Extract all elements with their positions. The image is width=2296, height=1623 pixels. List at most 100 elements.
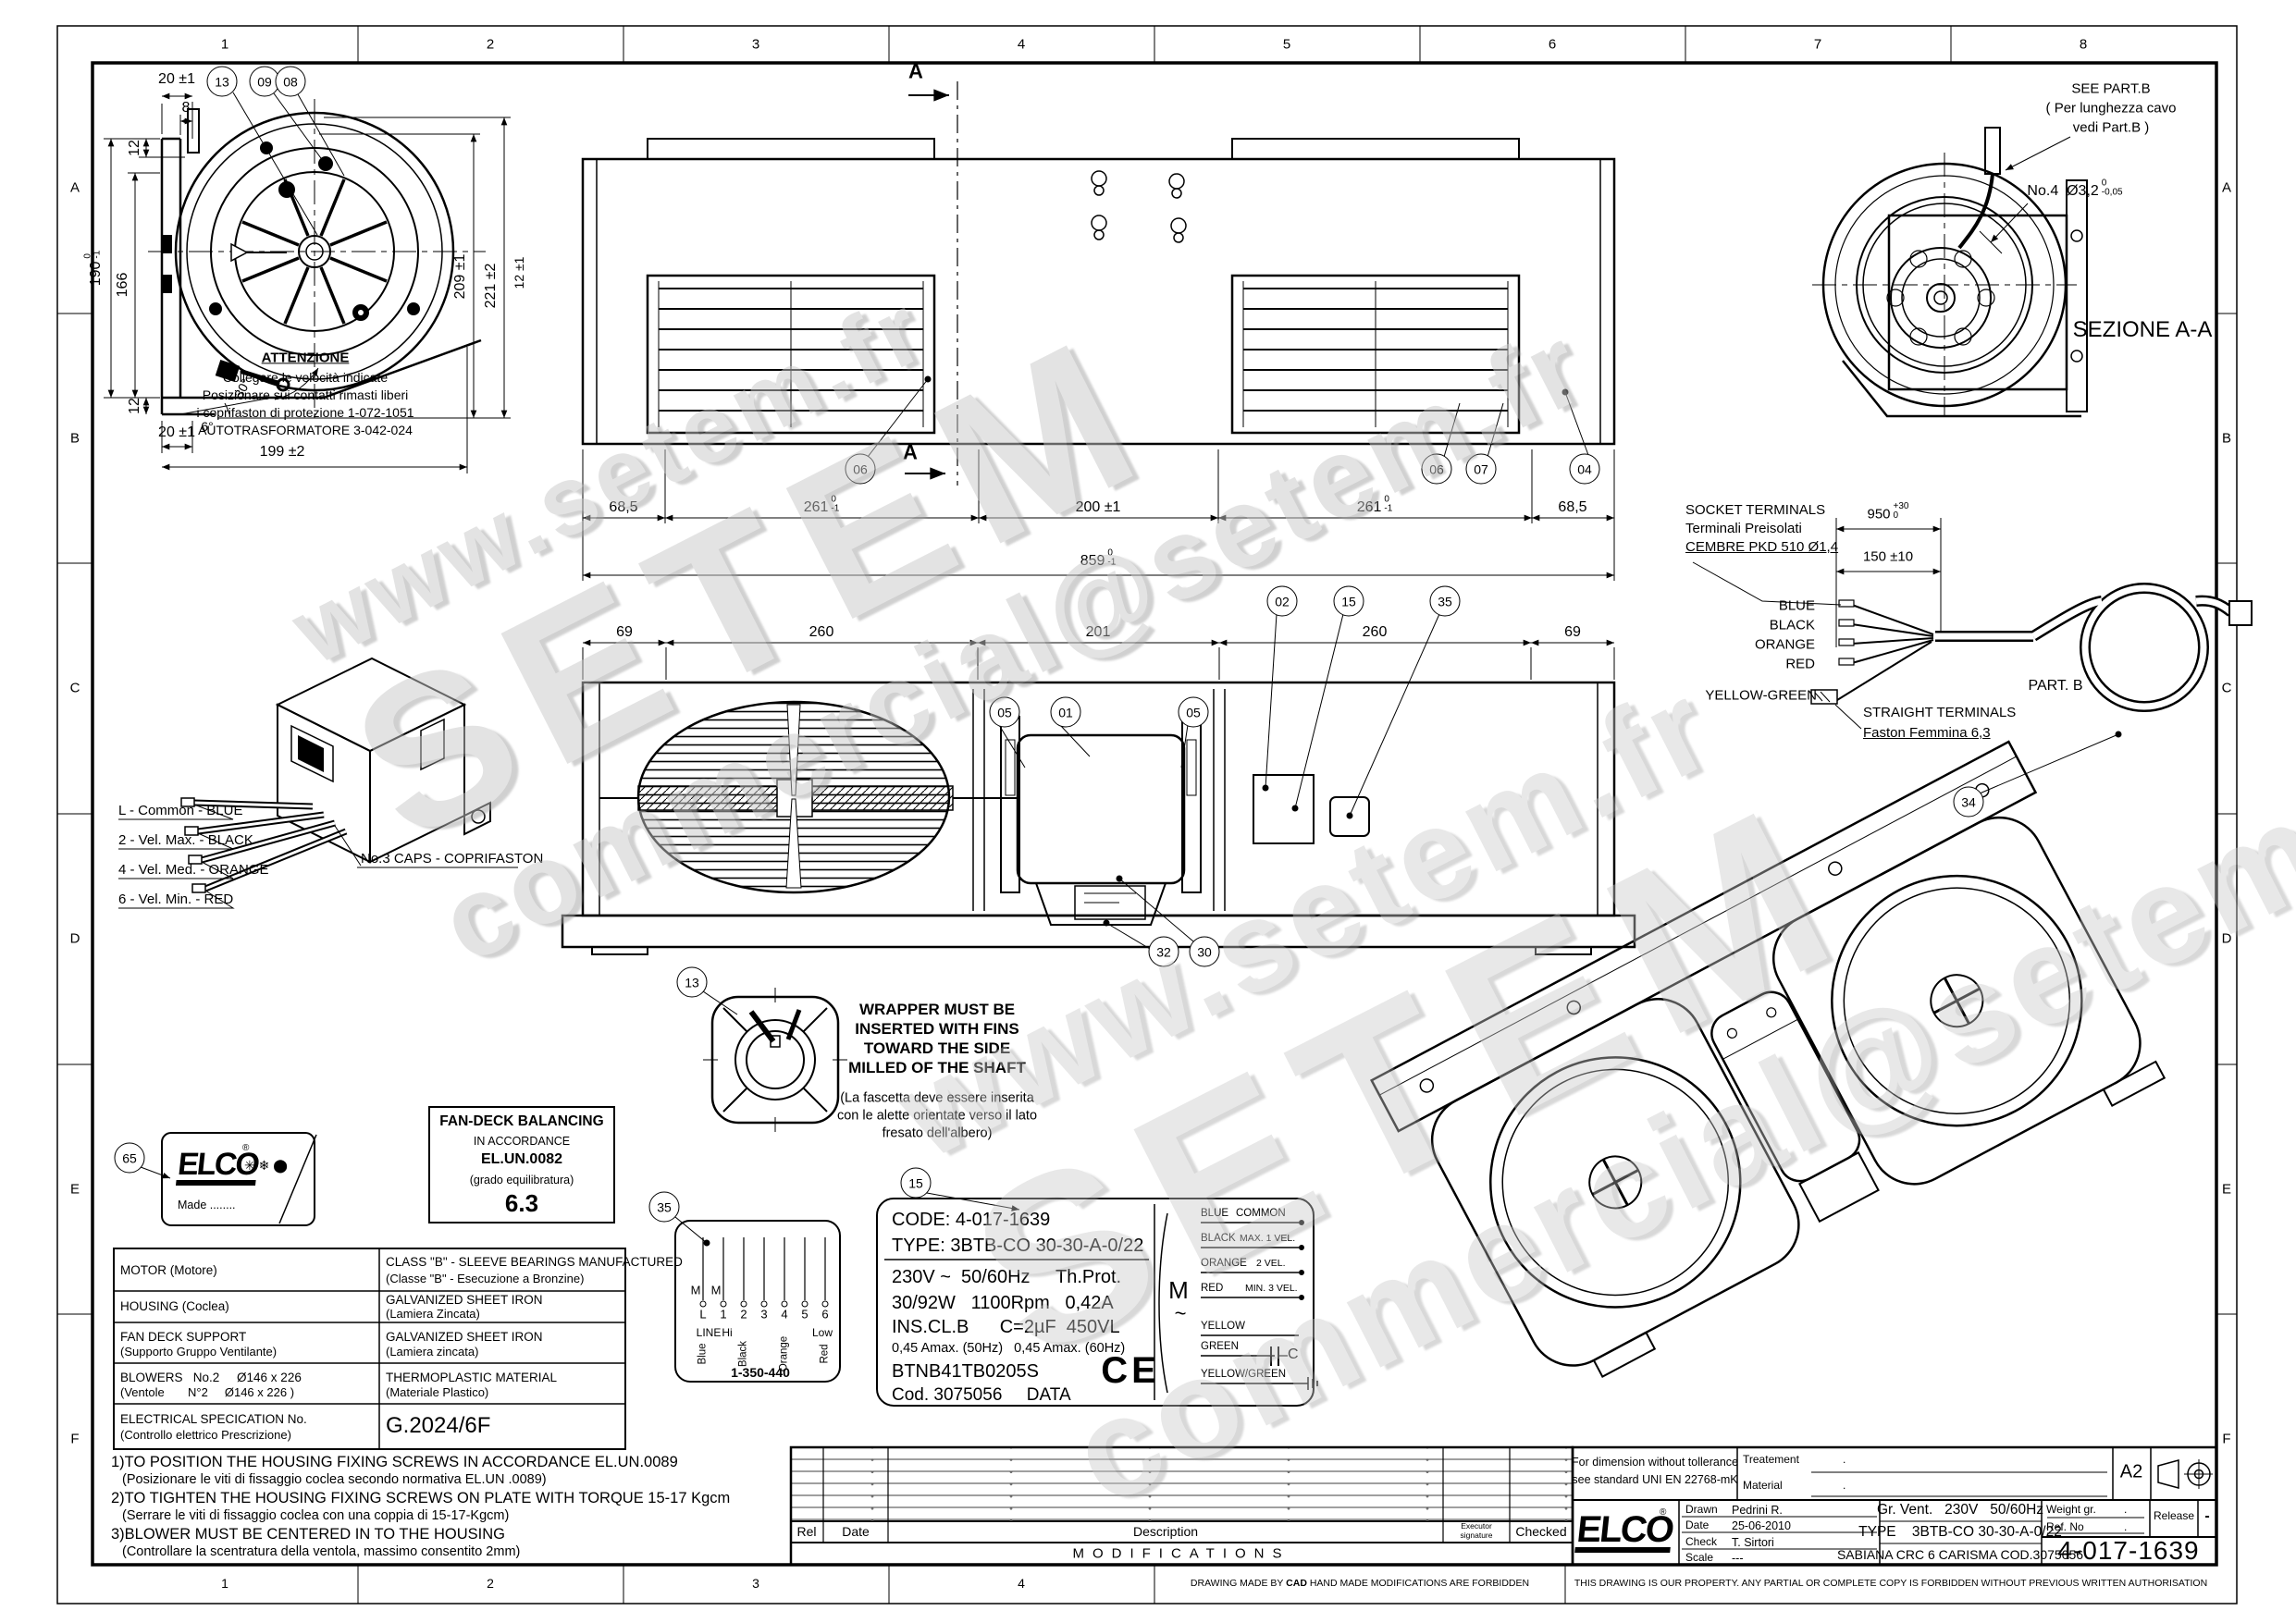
property-note: THIS DRAWING IS OUR PROPERTY. ANY PARTIA… [1574, 1577, 2208, 1589]
attenzione-line-2: Posizionare sui contatti rimasti liberi [202, 387, 409, 402]
spec-housing-r2: (Lamiera Zincata) [386, 1307, 480, 1321]
elco-label-reg: ® [242, 1143, 250, 1153]
balance-line-1: FAN-DECK BALANCING [439, 1113, 604, 1130]
spec-fandeck-r1: GALVANIZED SHEET IRON [386, 1330, 543, 1344]
zone-row-a-right: A [2221, 179, 2232, 196]
term-hi: Hi [722, 1326, 733, 1340]
wire-label-black: 2 - Vel. Max. - BLACK [118, 832, 253, 848]
tb-scale-label: Scale [1685, 1551, 1714, 1564]
ce-mark-icon: CE [1101, 1350, 1160, 1391]
zone-row-f: F [70, 1431, 80, 1447]
plate-row-5: BTNB41TB0205S [892, 1361, 1039, 1382]
term-5: 5 [801, 1307, 809, 1322]
plate-w5l: YELLOW [1201, 1321, 1245, 1332]
zone-col-4: 4 [1017, 36, 1026, 53]
dim-201: 201 [1085, 623, 1111, 640]
spec-electrical-l1: ELECTRICAL SPECICATION No. [120, 1412, 307, 1426]
plate-row-2: 30/92W 1100Rpm 0,42A [892, 1293, 1114, 1313]
zone-row-d-right: D [2221, 930, 2232, 947]
balloon-15-section: 15 [1333, 585, 1364, 617]
tb-ref-value: . [2124, 1520, 2128, 1533]
plate-w3r: 2 VEL. [1256, 1258, 1286, 1269]
tb-weight-value: . [2124, 1503, 2128, 1516]
caps-label: No.3 CAPS - COPRIFASTON [361, 851, 544, 867]
dim-6deg: 6° [201, 418, 214, 434]
balloon-02: 02 [1266, 585, 1298, 617]
spec-fandeck-r2: (Lamiera zincata) [386, 1345, 479, 1359]
note-3: 3)BLOWER MUST BE CENTERED IN TO THE HOUS… [111, 1526, 506, 1543]
plate-w6r: C [1288, 1346, 1299, 1362]
zone-row-c-right: C [2221, 680, 2232, 696]
modifications-empty-rows [794, 1448, 1571, 1521]
balloon-30: 30 [1189, 936, 1220, 967]
partb-title: PART. B [2028, 677, 2083, 694]
partb-wire-red: RED [1785, 656, 1815, 672]
housing-top-view [581, 81, 1616, 486]
ground-symbol-icon [1295, 1377, 1318, 1390]
balloon-35-label: 35 [648, 1191, 680, 1223]
wire-label-red: 6 - Vel. Min. - RED [118, 891, 234, 907]
plate-motor-m: M [1168, 1276, 1189, 1305]
code-plate-frame [876, 1192, 1318, 1407]
spec-housing-r1: GALVANIZED SHEET IRON [386, 1293, 543, 1307]
dim-12-lower: 12 [126, 398, 142, 414]
plate-w1l: BLUE [1201, 1208, 1229, 1219]
balloon-65: 65 [114, 1142, 145, 1174]
term-l: L [699, 1307, 707, 1322]
dim-199: 199 ±2 [259, 443, 305, 460]
tb-date-label: Date [1685, 1518, 1710, 1531]
attenzione-line-3: i coprifaston di protezione 1-072-1051 [196, 404, 414, 420]
tb-weight-label: Weight gr. [2046, 1503, 2096, 1516]
term-code: 1-350-440 [731, 1364, 790, 1380]
wrapper-note-1: WRAPPER MUST BE [858, 1001, 1016, 1019]
tb-material-value: . [1843, 1479, 1846, 1492]
mods-rel: Rel [796, 1523, 817, 1539]
see-partb-3: vedi Part.B ) [2072, 119, 2150, 136]
balloon-05-a: 05 [989, 696, 1020, 728]
see-partb-2: ( Per lunghezza cavo [2045, 100, 2177, 117]
zone-row-e: E [69, 1181, 80, 1198]
wrapper-note-it-1: (La fascetta deve essere inserita [840, 1090, 1034, 1106]
elco-label-made: Made ........ [178, 1199, 236, 1211]
balloon-15-plate: 15 [900, 1167, 932, 1199]
term-2: 2 [740, 1307, 747, 1322]
zone-row-b-right: B [2221, 430, 2232, 447]
dim-20-top: 20 ±1 [158, 70, 195, 87]
zone-col-3: 3 [751, 36, 760, 53]
spec-blowers-l2: (Ventole N°2 Ø146 x 226 ) [120, 1385, 295, 1399]
housing-section-dimensions [582, 639, 1615, 680]
housing-section-leaders [998, 613, 1440, 950]
zone-bottom-3: 3 [752, 1575, 759, 1591]
partb-detail [1692, 518, 2253, 794]
straight-terminals-1: STRAIGHT TERMINALS [1863, 705, 2017, 720]
fan-front-dimensions [104, 92, 511, 473]
term-4: 4 [781, 1307, 788, 1322]
plate-w7l: YELLOW/GREEN [1201, 1369, 1287, 1380]
plate-w4l: RED [1201, 1283, 1224, 1294]
tb-drawn-value: Pedrini R. [1732, 1504, 1783, 1517]
tb-release-label: Release [2153, 1509, 2195, 1523]
balloon-06-left: 06 [845, 453, 876, 485]
partb-wire-black: BLACK [1769, 617, 1815, 633]
partb-wire-blue: BLUE [1778, 597, 1815, 614]
spec-motor-r1: CLASS "B" - SLEEVE BEARINGS MANUFACTURED [386, 1255, 683, 1269]
dim-69-left: 69 [616, 623, 633, 640]
section-mark-a-bottom: A [903, 440, 918, 464]
tb-line-1: Gr. Vent. 230V 50/60Hz [1876, 1502, 2044, 1518]
zone-bottom-2: 2 [487, 1575, 494, 1591]
zone-bottom-1: 1 [221, 1575, 228, 1591]
plate-w6l: GREEN [1201, 1341, 1239, 1352]
term-red: Red [819, 1344, 831, 1364]
balloon-34: 34 [1953, 786, 1984, 818]
wire-label-blue: L - Common - BLUE [118, 803, 243, 818]
term-line: LINE [696, 1326, 722, 1340]
mods-executor-2: signature [1460, 1531, 1493, 1541]
spec-blowers-r1: THERMOPLASTIC MATERIAL [386, 1371, 558, 1384]
dim-260-right: 260 [1362, 623, 1388, 640]
spec-fandeck-l2: (Supporto Gruppo Ventilante) [120, 1345, 278, 1359]
fan-front-view [148, 99, 486, 418]
balloon-13-hub: 13 [676, 966, 708, 998]
plate-w4r: MIN. 3 VEL. [1245, 1283, 1298, 1294]
